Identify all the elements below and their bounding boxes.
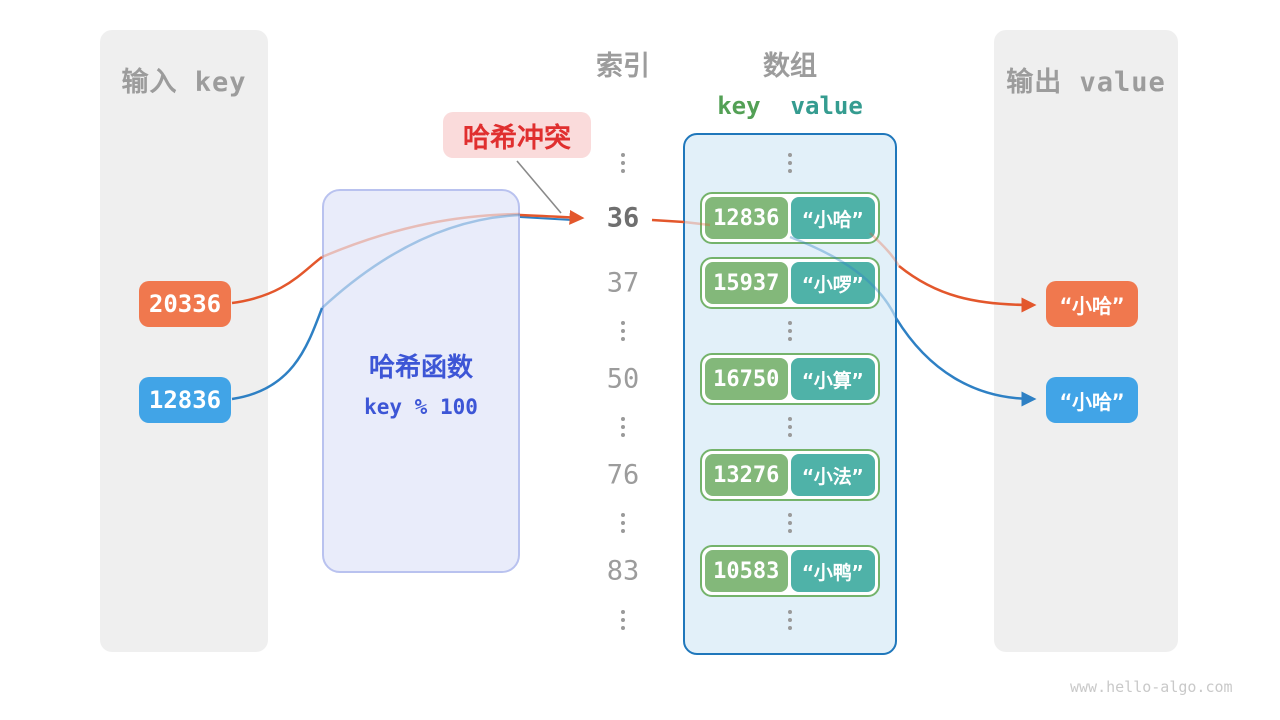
output-value-blue: “小哈” [1046,377,1138,423]
entry-key: 12836 [705,197,788,239]
hash-function-formula: key % 100 [364,395,478,419]
hash-function-title: 哈希函数 [368,353,473,383]
entry-value: “小啰” [790,262,875,304]
input-panel-title: 输入 key [121,67,247,98]
index-ellipsis [621,321,625,341]
index-column-title: 索引 [596,51,650,82]
index-ellipsis [621,513,625,533]
index-37: 37 [606,267,640,299]
array-ellipsis [788,321,792,341]
entry-key: 13276 [705,454,788,496]
entry-key: 15937 [705,262,788,304]
array-ellipsis [788,417,792,437]
index-ellipsis [621,610,625,630]
array-ellipsis [788,513,792,533]
key-value-header: key value [683,92,897,120]
input-key-20336: 20336 [139,281,231,327]
array-ellipsis [788,610,792,630]
watermark: www.hello-algo.com [1070,678,1233,696]
entry-value: “小鸭” [790,550,875,592]
array-entry-50: 16750 “小算” [700,353,880,405]
value-header-label: value [790,92,863,120]
entry-value: “小法” [790,454,875,496]
array-entry-76: 13276 “小法” [700,449,880,501]
entry-key: 10583 [705,550,788,592]
index-ellipsis [621,417,625,437]
arrow-to-index-36 [519,209,585,225]
key-header-label: key [717,92,761,120]
hash-function-box: 哈希函数 key % 100 [322,189,520,573]
input-key-panel: 输入 key [100,30,268,652]
index-50: 50 [606,363,640,395]
array-entry-36: 12836 “小哈” [700,192,880,244]
index-ellipsis [621,153,625,173]
arrow-merged-blue [519,216,573,221]
array-column-title: 数组 [763,51,817,82]
output-panel-title: 输出 value [1006,67,1166,98]
collision-pointer-line [516,160,562,214]
input-key-12836: 12836 [139,377,231,423]
index-36: 36 [606,202,640,234]
index-76: 76 [606,459,640,491]
entry-key: 16750 [705,358,788,400]
entry-value: “小哈” [790,197,875,239]
array-entry-37: 15937 “小啰” [700,257,880,309]
array-entry-83: 10583 “小鸭” [700,545,880,597]
output-value-orange: “小哈” [1046,281,1138,327]
array-ellipsis [788,153,792,173]
entry-value: “小算” [790,358,875,400]
output-value-panel: 输出 value [994,30,1178,652]
hash-collision-label: 哈希冲突 [443,112,591,158]
index-83: 83 [606,555,640,587]
